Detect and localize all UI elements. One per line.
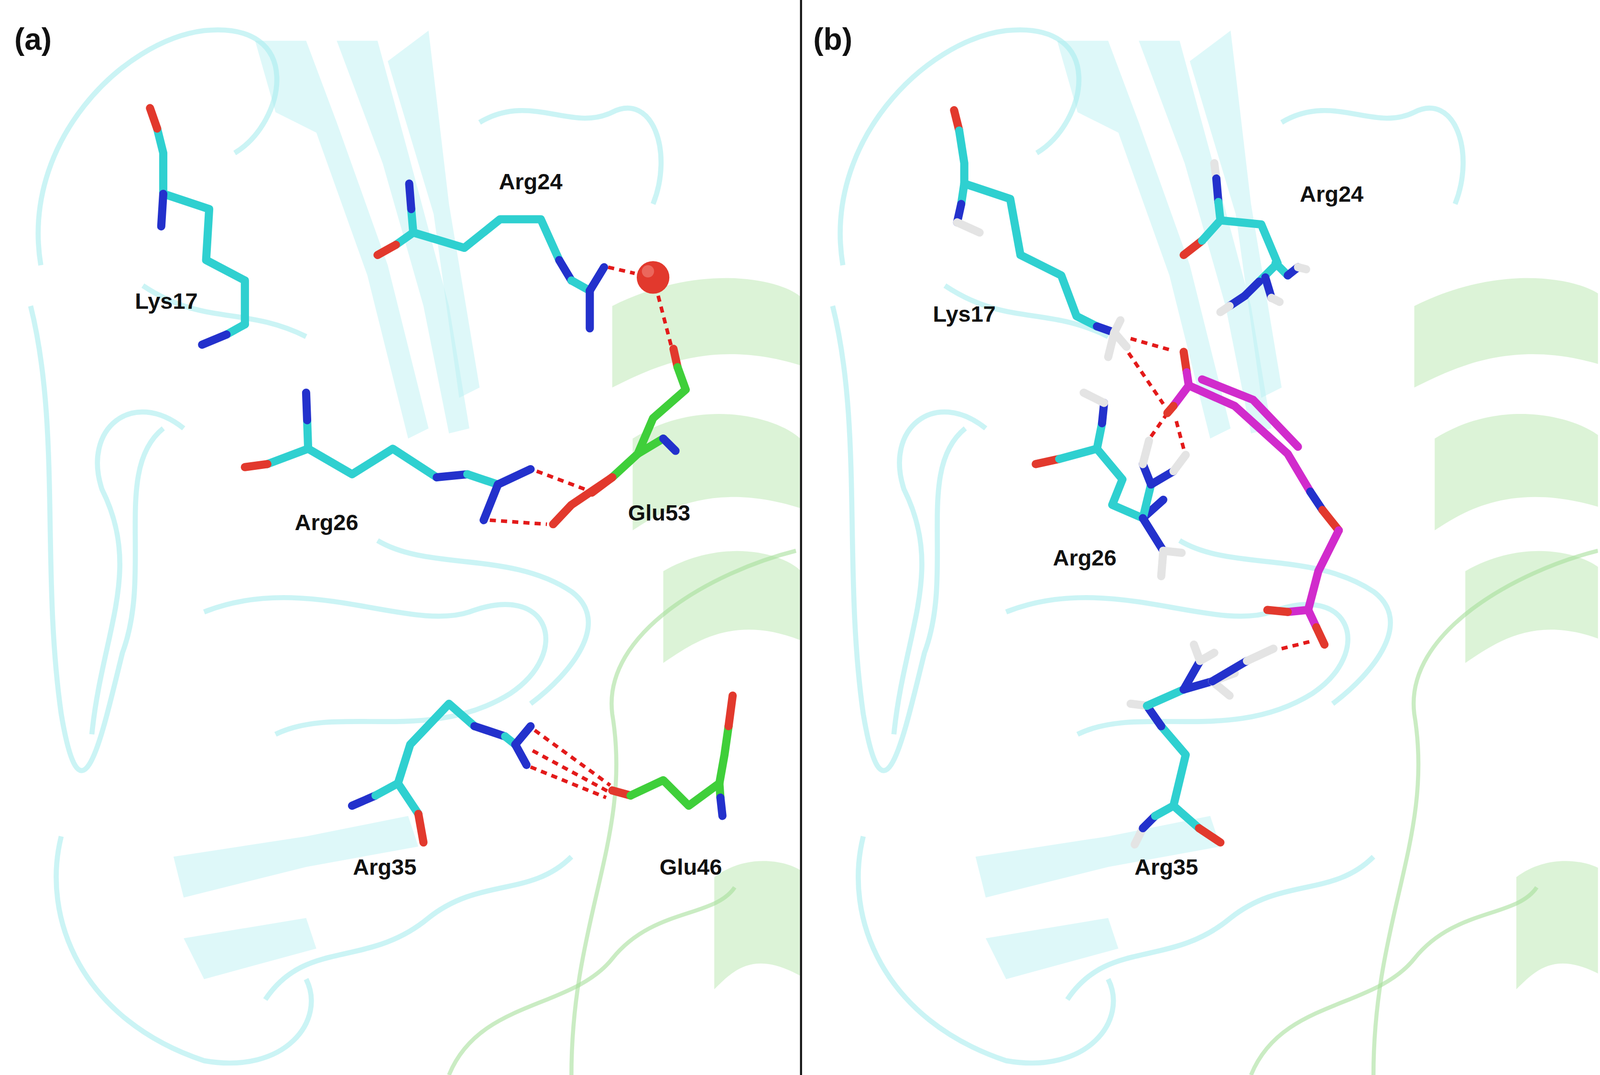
residue-label: Lys17 [932, 301, 996, 327]
residue-label: Glu46 [659, 854, 722, 880]
residue-label: Arg35 [1134, 854, 1198, 880]
panel-label: (b) [813, 22, 853, 56]
residue-label: Glu53 [628, 500, 691, 526]
residue-label: Lys17 [134, 288, 198, 314]
residue-label: Arg24 [1299, 181, 1364, 207]
residue-label: Arg24 [498, 169, 563, 195]
residue-label: Arg35 [352, 854, 417, 880]
panel-label: (a) [14, 22, 52, 56]
residue-label: Arg26 [294, 510, 359, 535]
residue-label: Arg26 [1052, 545, 1117, 571]
